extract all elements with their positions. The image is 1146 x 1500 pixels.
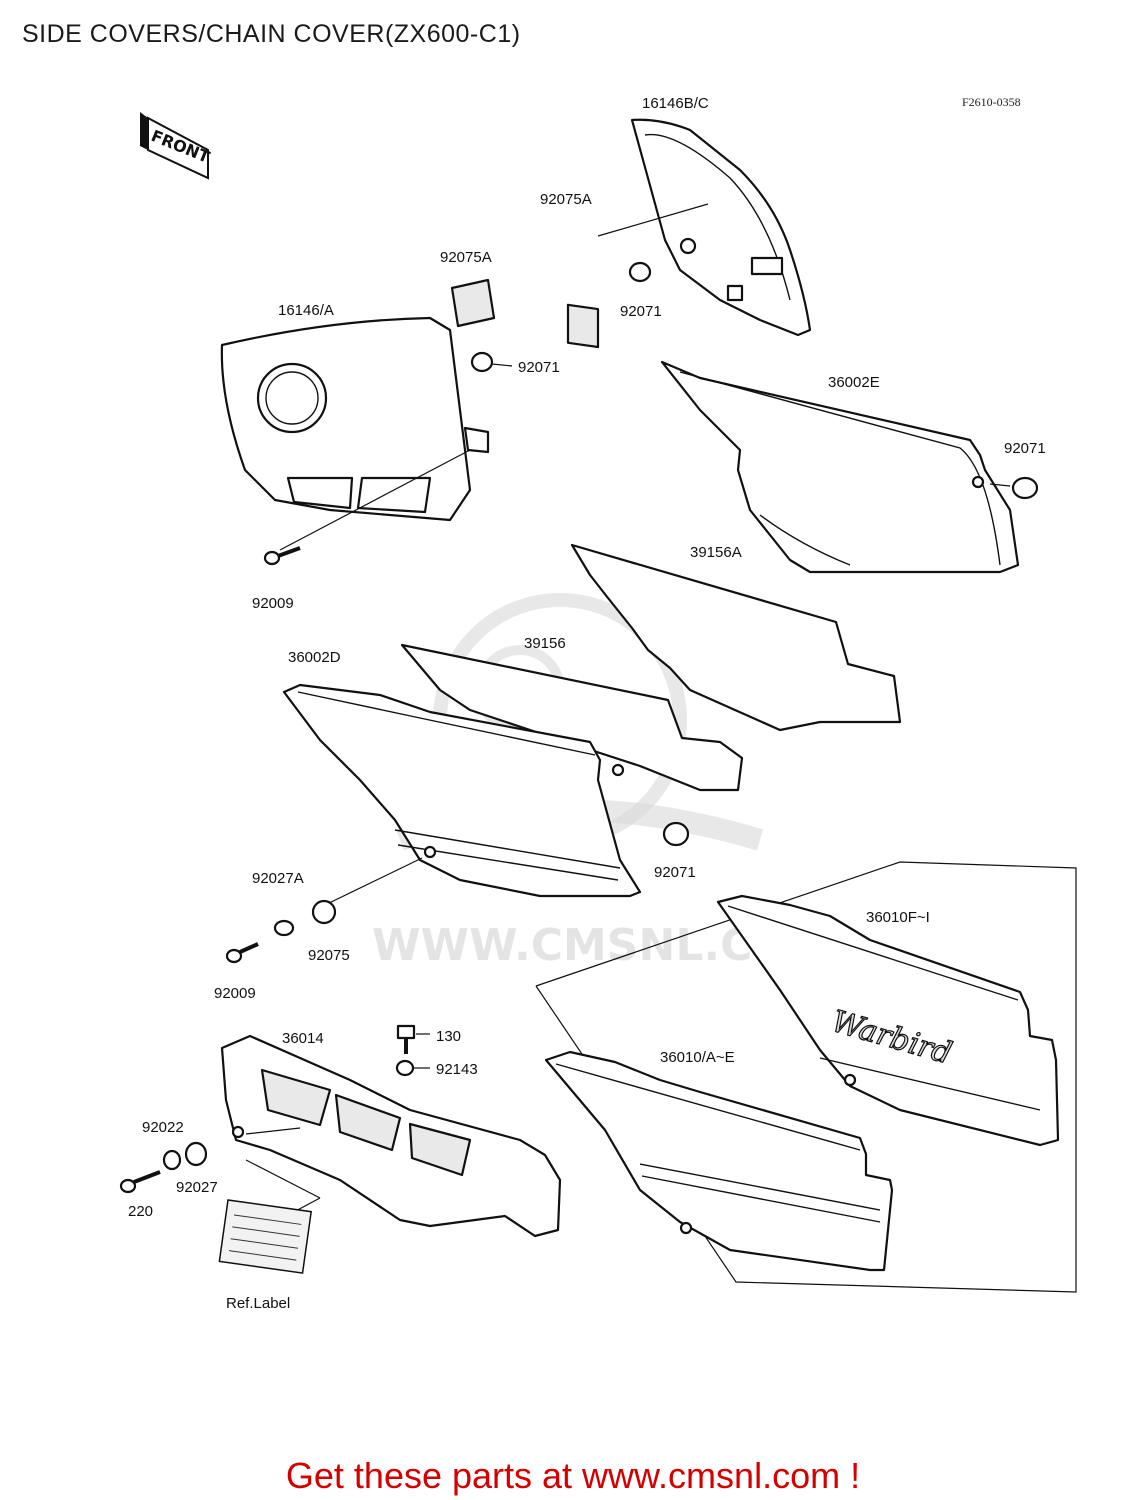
label-92075a-top: 92075A <box>540 191 592 208</box>
label-36010ae: 36010/A~E <box>660 1049 735 1066</box>
label-92027: 92027 <box>176 1179 218 1196</box>
part-36010ae-shape <box>544 1050 894 1272</box>
page-title: SIDE COVERS/CHAIN COVER(ZX600-C1) <box>22 20 521 48</box>
part-16146bc-shape <box>597 118 812 337</box>
label-130: 130 <box>436 1028 461 1045</box>
label-39156: 39156 <box>524 635 566 652</box>
label-92071-left: 92071 <box>518 359 560 376</box>
label-36010fi: 36010F~I <box>866 909 930 926</box>
label-36002d: 36002D <box>288 649 341 666</box>
part-36010fi-shape: Warbird <box>716 894 1060 1147</box>
label-92009-bottom: 92009 <box>214 985 256 1002</box>
label-92022: 92022 <box>142 1119 184 1136</box>
label-92075: 92075 <box>308 947 350 964</box>
part-130-shape <box>396 1024 430 1054</box>
label-ref-label: Ref.Label <box>226 1295 290 1312</box>
label-16146a: 16146/A <box>278 302 334 319</box>
part-39156a-shape <box>570 543 902 732</box>
diagram-code: F2610-0358 <box>962 95 1021 109</box>
part-92009-top-shape <box>263 546 301 566</box>
label-92027a: 92027A <box>252 870 304 887</box>
label-92143: 92143 <box>436 1061 478 1078</box>
part-92009-bottom-shape <box>225 942 259 964</box>
label-16146bc: 16146B/C <box>642 95 709 112</box>
label-92009-top: 92009 <box>252 595 294 612</box>
part-220-shape <box>119 1170 161 1194</box>
front-sign: FRONT <box>140 112 212 180</box>
footer-cta[interactable]: Get these parts at www.cmsnl.com ! <box>285 1455 861 1496</box>
part-36002e-shape <box>660 360 1020 574</box>
part-36002d-shape <box>282 683 642 906</box>
ref-label-plate <box>218 1199 313 1274</box>
label-92071-top: 92071 <box>620 303 662 320</box>
label-36002e: 36002E <box>828 374 880 391</box>
part-36014-shape <box>220 1034 562 1238</box>
label-36014: 36014 <box>282 1030 324 1047</box>
part-39156-shape <box>400 643 744 792</box>
label-220: 220 <box>128 1203 153 1220</box>
label-92071-mid: 92071 <box>654 864 696 881</box>
label-92075a-left: 92075A <box>440 249 492 266</box>
label-39156a: 39156A <box>690 544 742 561</box>
label-92071-right: 92071 <box>1004 440 1046 457</box>
part-92075a-top-shape <box>566 303 600 349</box>
part-16146a-shape <box>220 316 490 551</box>
